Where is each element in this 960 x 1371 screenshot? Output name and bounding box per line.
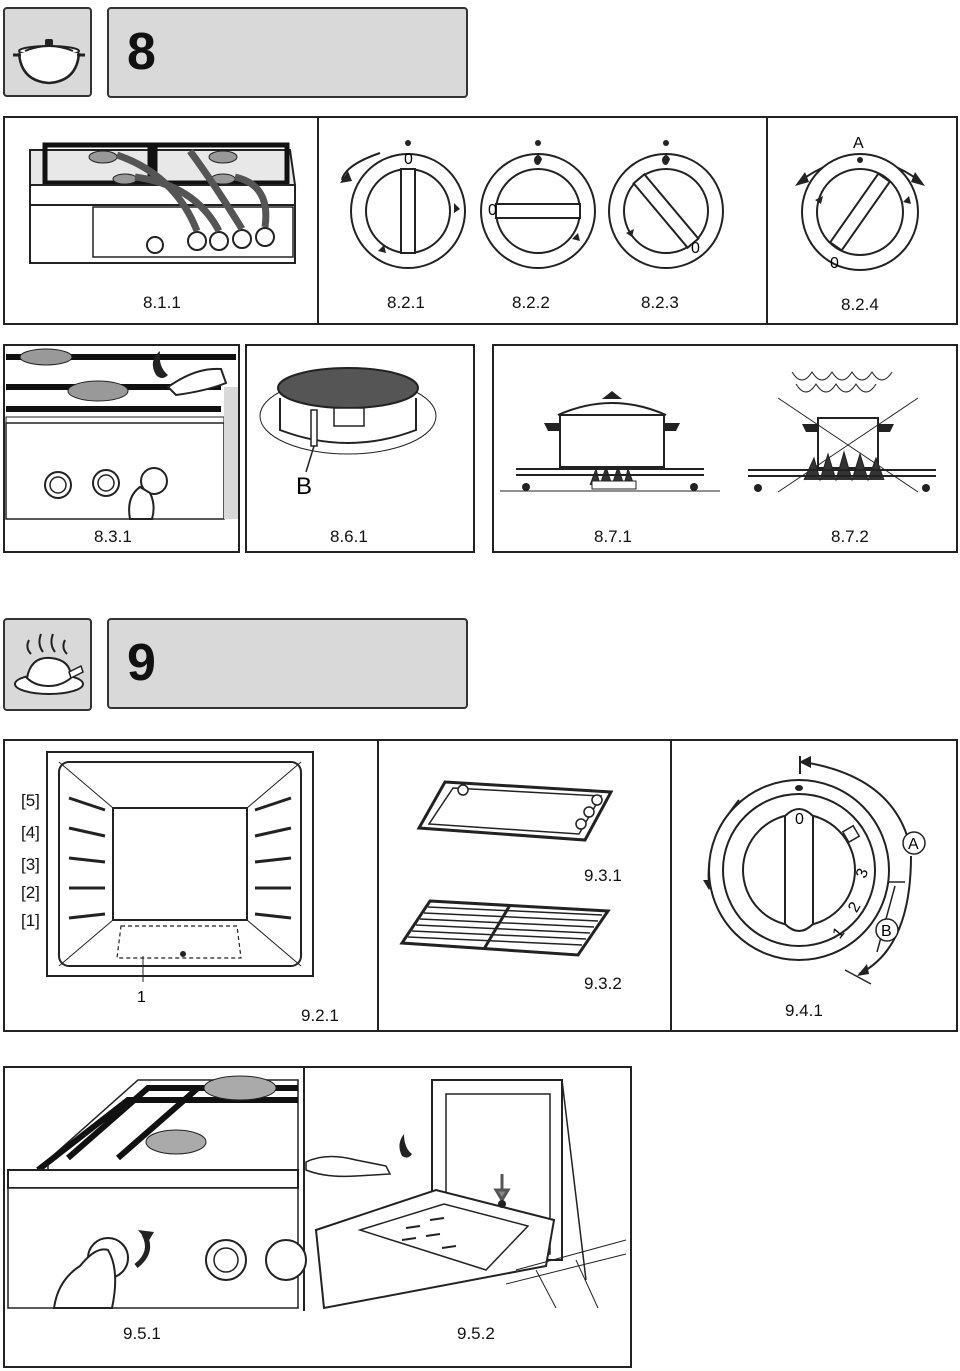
knob-off-position-illustration: 0 — [340, 140, 466, 269]
svg-text:0: 0 — [795, 811, 804, 828]
oven-ignition-knob-illustration — [7, 1075, 307, 1309]
section-9-icon-box — [3, 618, 92, 711]
figure-caption: 8.7.1 — [594, 527, 632, 546]
knob-max-position-illustration: 0 — [480, 140, 596, 269]
knob-range-illustration: A 0 — [795, 135, 925, 272]
figure-caption: 8.3.1 — [94, 527, 132, 546]
incorrect-pot-size-illustration — [748, 371, 936, 493]
shelf-level-label: [5] — [21, 791, 40, 810]
svg-text:A: A — [853, 135, 864, 152]
section-8-heading: 8 — [107, 7, 468, 98]
figure-caption: 8.2.1 — [387, 293, 425, 312]
burner-thermocouple-illustration: B — [259, 367, 437, 500]
correct-pot-size-illustration — [500, 391, 720, 492]
svg-text:0: 0 — [830, 255, 839, 272]
manual-ignition-illustration — [5, 347, 238, 520]
figure-caption: 8.2.2 — [512, 293, 550, 312]
figure-caption: 8.2.3 — [641, 293, 679, 312]
figure-caption: 8.6.1 — [330, 527, 368, 546]
svg-text:0: 0 — [691, 240, 700, 257]
section-9-heading: 9 — [107, 618, 468, 709]
figure-caption: 9.5.1 — [123, 1324, 161, 1343]
hob-burners-illustration — [29, 142, 297, 264]
shelf-level-label: [1] — [21, 911, 40, 930]
baking-tray-illustration — [416, 780, 614, 842]
shelf-level-label: [4] — [21, 823, 40, 842]
svg-text:B: B — [296, 473, 312, 500]
figure-caption: 9.2.1 — [301, 1006, 339, 1025]
svg-text:A: A — [908, 836, 919, 853]
shelf-level-label: [2] — [21, 883, 40, 902]
shelf-level-label: [3] — [21, 855, 40, 874]
cooking-pot-icon — [13, 39, 85, 85]
oven-thermostat-knob-illustration: A B 0 3 2 1 — [703, 756, 926, 985]
wire-rack-illustration — [399, 899, 611, 957]
section-8-icon-box — [3, 7, 92, 97]
svg-text:1: 1 — [137, 989, 146, 1006]
figure-caption: 9.4.1 — [785, 1001, 823, 1020]
knob-min-position-illustration: 0 — [608, 140, 724, 269]
figure-caption: 8.7.2 — [831, 527, 869, 546]
roast-chicken-icon — [14, 633, 84, 695]
figure-caption: 9.3.1 — [584, 866, 622, 885]
svg-text:0: 0 — [488, 202, 497, 219]
oven-shelf-levels-illustration: 1 — [46, 751, 314, 1006]
svg-text:B: B — [881, 923, 892, 940]
figure-caption: 9.5.2 — [457, 1324, 495, 1343]
oven-manual-lighting-illustration — [305, 1079, 627, 1310]
figure-caption: 9.3.2 — [584, 974, 622, 993]
figure-caption: 8.2.4 — [841, 295, 879, 314]
svg-text:0: 0 — [404, 151, 413, 168]
figure-caption: 8.1.1 — [143, 293, 181, 312]
